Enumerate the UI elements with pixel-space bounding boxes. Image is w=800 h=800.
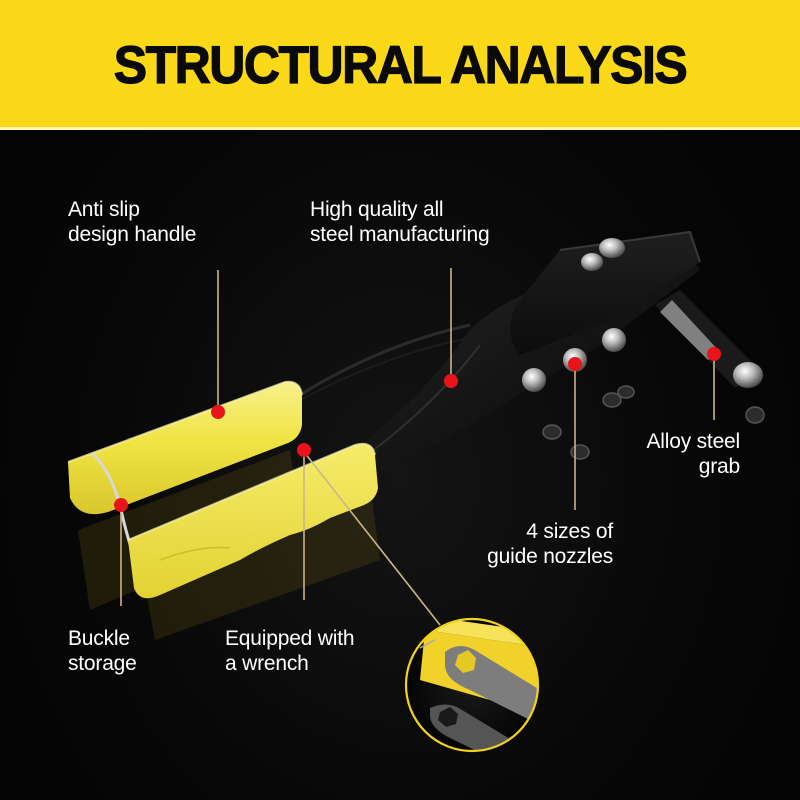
dot-anti-slip-handle bbox=[211, 405, 225, 419]
callout-text: guide nozzles bbox=[487, 545, 613, 568]
title-banner: STRUCTURAL ANALYSIS bbox=[0, 0, 800, 130]
leader-line-inset bbox=[303, 451, 441, 626]
callout-text: Anti slip bbox=[68, 198, 140, 221]
inset-ring bbox=[404, 617, 540, 753]
dot-steel-manufacturing bbox=[444, 374, 458, 388]
dot-wrench bbox=[297, 443, 311, 457]
callout-text: High quality all bbox=[310, 198, 444, 221]
page-title: STRUCTURAL ANALYSIS bbox=[113, 35, 688, 95]
wrench-inset bbox=[404, 617, 540, 753]
bolt-icon bbox=[581, 253, 603, 271]
callout-anti-slip-handle: Anti slip design handle bbox=[68, 197, 196, 247]
leader-lines bbox=[120, 268, 715, 626]
tool-body bbox=[330, 230, 701, 500]
callout-text: a wrench bbox=[225, 652, 309, 675]
callout-text: Equipped with bbox=[225, 627, 355, 650]
dot-alloy-steel-grab bbox=[707, 347, 721, 361]
callout-text: grab bbox=[698, 455, 740, 478]
bolt-icon bbox=[599, 238, 625, 258]
upper-lever bbox=[299, 323, 481, 401]
callout-text: design handle bbox=[68, 223, 197, 246]
upper-handle bbox=[67, 380, 303, 515]
callout-text: steel manufacturing bbox=[310, 223, 490, 246]
callout-buckle-storage: Buckle storage bbox=[68, 626, 137, 676]
dot-buckle-storage bbox=[114, 498, 128, 512]
callout-alloy-steel-grab: Alloy steel grab bbox=[600, 429, 740, 479]
callout-text: 4 sizes of bbox=[526, 520, 613, 543]
callout-text: Buckle bbox=[68, 627, 130, 650]
callout-text: storage bbox=[68, 652, 137, 675]
alloy-steel-grab bbox=[655, 290, 763, 388]
callout-wrench: Equipped with a wrench bbox=[225, 626, 355, 676]
callout-dots bbox=[114, 347, 721, 512]
callout-guide-nozzles: 4 sizes of guide nozzles bbox=[430, 519, 613, 569]
callout-text: Alloy steel bbox=[646, 430, 740, 453]
callout-steel-manufacturing: High quality all steel manufacturing bbox=[310, 197, 490, 247]
lower-handle bbox=[127, 442, 378, 599]
dot-guide-nozzles bbox=[568, 357, 582, 371]
